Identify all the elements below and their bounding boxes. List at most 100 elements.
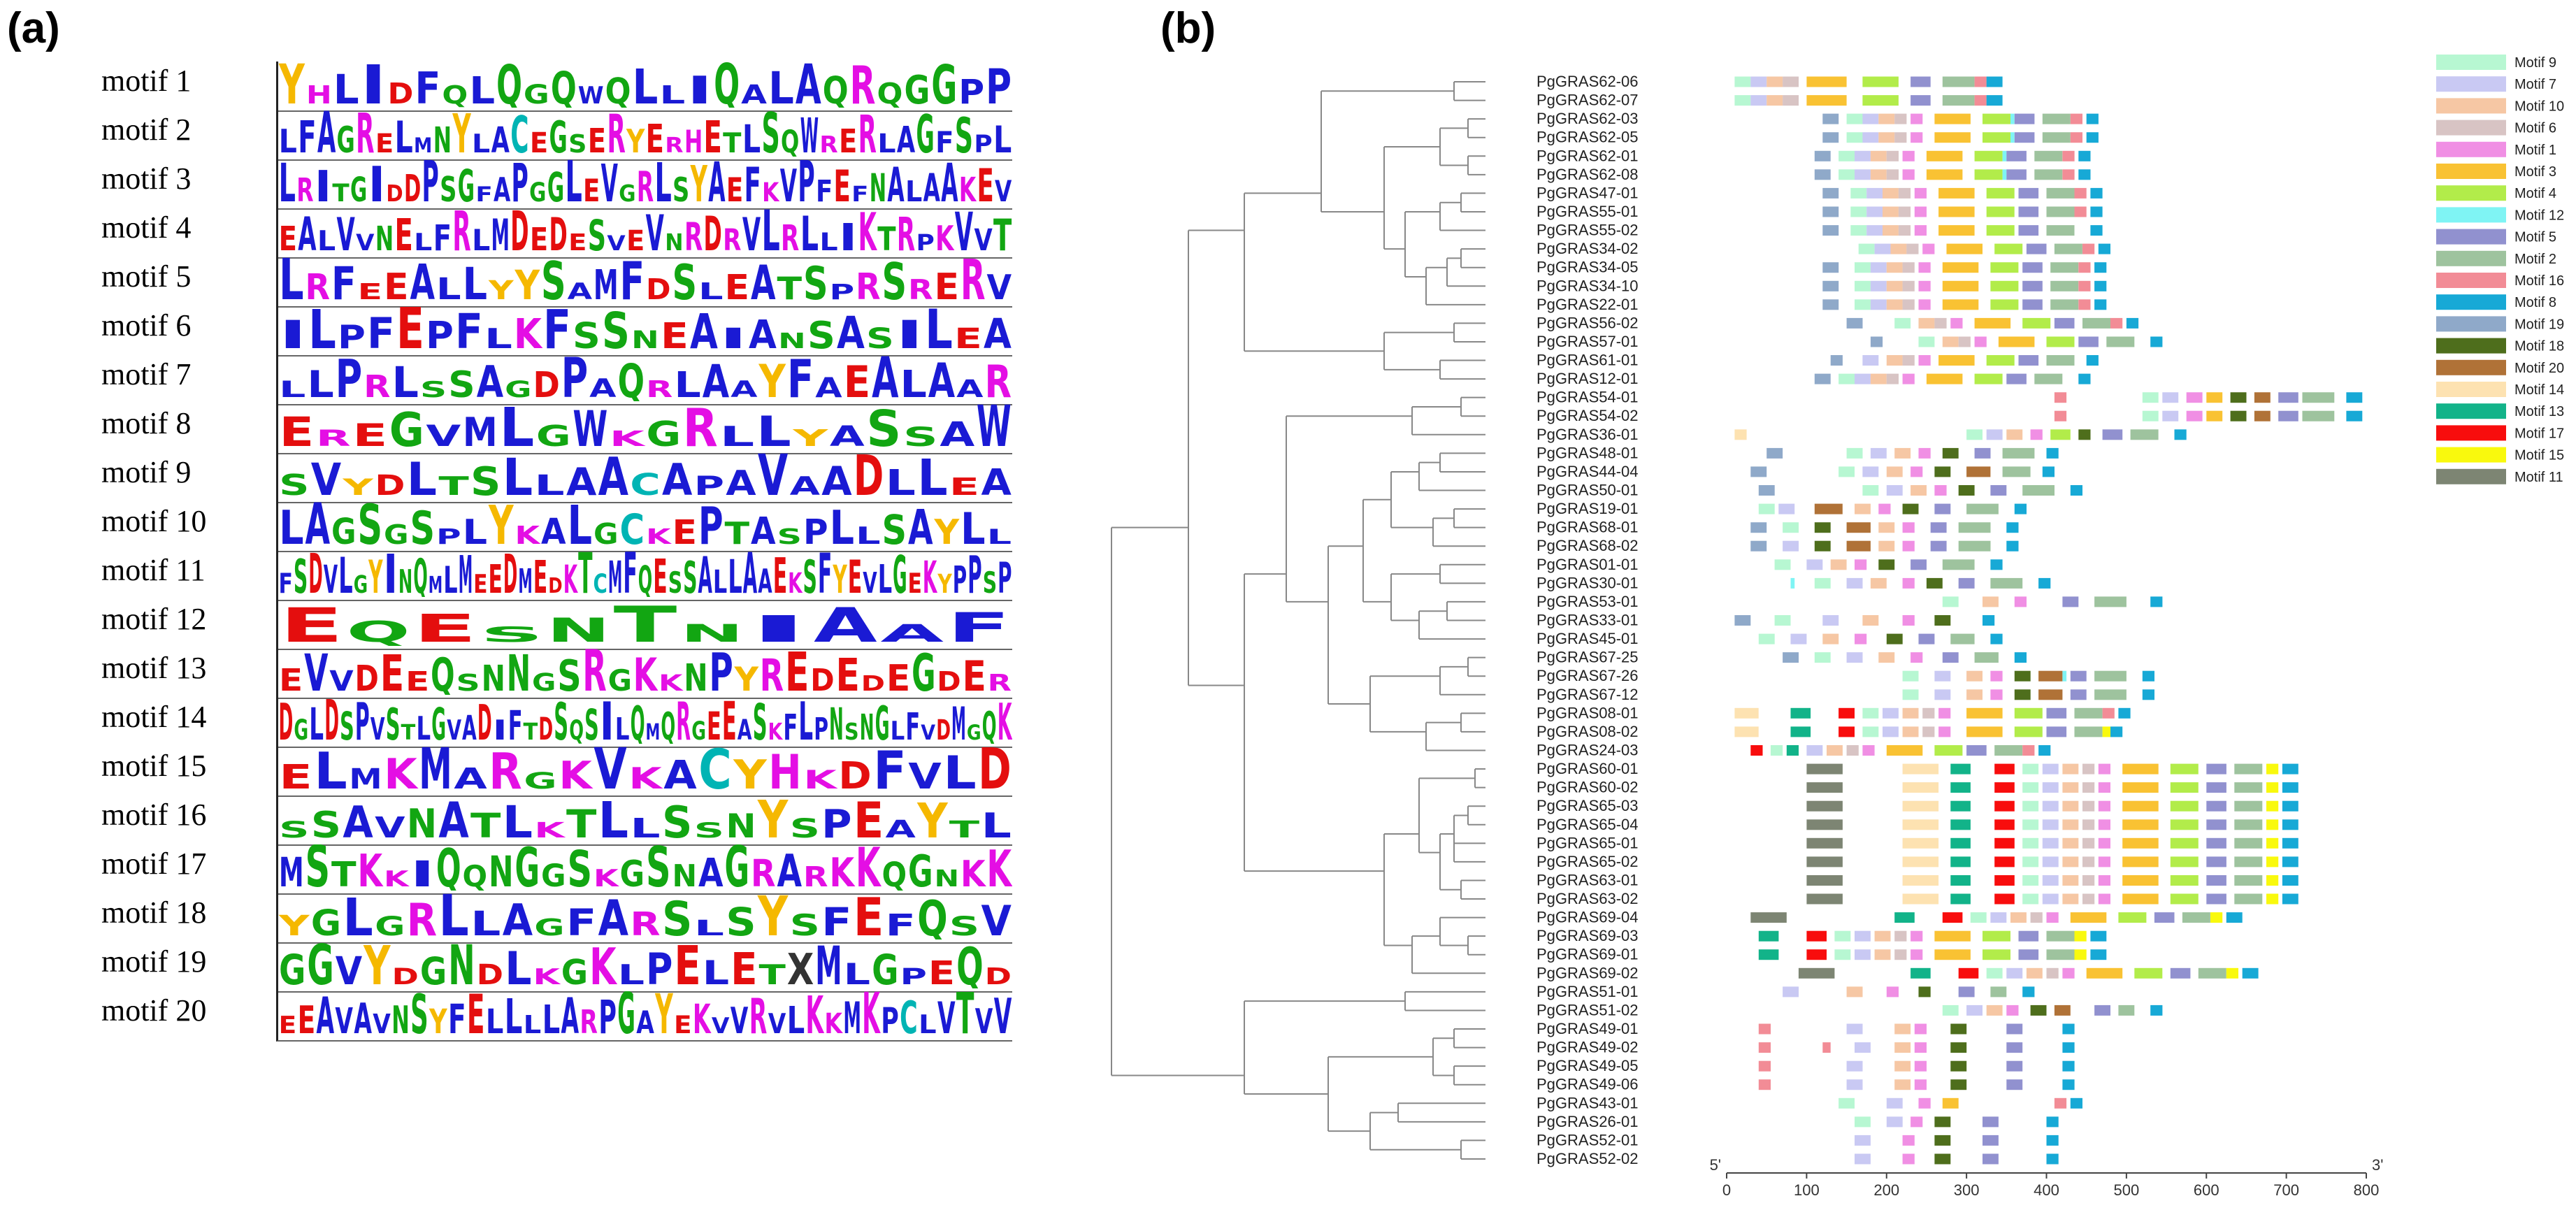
motif-block: [1750, 95, 1767, 106]
motif-block: [2122, 837, 2159, 849]
motif-block: [2006, 522, 2019, 533]
motif-block: [1806, 745, 1823, 756]
logo-residue: E: [839, 122, 857, 157]
legend-label: Motif 13: [2514, 404, 2564, 419]
axis-tick-label: 600: [2194, 1181, 2219, 1199]
gene-label: PgGRAS68-01: [1537, 519, 1639, 536]
motif-block: [1750, 522, 1767, 533]
logo-residue: V: [373, 1009, 391, 1037]
gene-label: PgGRAS33-01: [1537, 612, 1639, 629]
logo-residue: E: [963, 652, 986, 695]
motif-block: [1862, 466, 1879, 477]
motif-block: [1855, 299, 1871, 310]
gene-label: PgGRAS62-01: [1537, 147, 1639, 164]
motif-block: [2266, 875, 2279, 886]
logo-residue: L: [470, 905, 501, 939]
logo-residue: N: [672, 859, 698, 891]
motif-block: [2018, 930, 2039, 942]
logo-residue: T: [993, 210, 1012, 254]
logo-residue: N: [407, 801, 437, 842]
motif-block: [1894, 1042, 1911, 1053]
motif-block: [2046, 447, 2059, 459]
motif-block: [1994, 763, 2015, 775]
motif-block: [2170, 893, 2199, 905]
motif-block: [1822, 262, 1839, 273]
gene-label: PgGRAS50-01: [1537, 482, 1639, 499]
logo-residue: P: [646, 944, 672, 988]
motif-block: [2046, 355, 2075, 366]
motif-block: [2122, 782, 2159, 793]
logo-residue: M: [463, 410, 498, 450]
motif-block: [1994, 782, 2015, 793]
logo-residue: A: [731, 377, 758, 401]
motif-block: [2094, 670, 2127, 682]
motif-block: [1902, 169, 1915, 180]
motif-block: [2062, 875, 2079, 886]
logo-residue: E: [384, 266, 409, 303]
motif-block: [1834, 930, 1851, 942]
logo-residue: A: [887, 159, 904, 206]
motif-block: [1902, 763, 1939, 775]
motif-block: [2002, 447, 2035, 459]
logo-residue: E: [279, 758, 312, 793]
motif-block: [2206, 763, 2226, 775]
logo-residue: K: [998, 698, 1012, 744]
gene-label: PgGRAS63-02: [1537, 890, 1639, 907]
logo-residue: L: [394, 112, 412, 157]
logo-residue: D: [503, 551, 517, 597]
logo-residue: P: [338, 318, 366, 352]
axis-tick-label: 400: [2034, 1181, 2059, 1199]
logo-residue: D: [549, 208, 568, 254]
logo-residue: G: [547, 164, 564, 206]
logo-residue: P: [709, 649, 733, 695]
legend-swatch: [2436, 120, 2506, 136]
motif-block: [1974, 336, 1987, 347]
logo-residue: R: [296, 171, 313, 206]
motif-block: [2022, 875, 2039, 886]
motif-block: [2062, 1042, 2075, 1053]
motif-block: [2282, 893, 2298, 905]
logo-residue: F: [415, 63, 440, 108]
motif-block: [1790, 633, 1807, 644]
logo-residue: I: [719, 323, 747, 352]
logo-residue: L: [343, 893, 373, 939]
logo-residue: D: [937, 666, 960, 695]
motif-block: [1846, 652, 1863, 663]
logo-residue: T: [578, 551, 592, 597]
logo-residue: A: [317, 110, 336, 157]
logo-residue: I: [839, 216, 857, 254]
logo-residue: R: [985, 356, 1012, 401]
motif-block: [2098, 800, 2110, 812]
logo-residue: V: [375, 811, 405, 842]
motif-block: [1918, 633, 1935, 644]
motif-block: [2022, 837, 2039, 849]
logo-residue: W: [800, 110, 819, 157]
logo-residue: K: [824, 1007, 843, 1037]
motif-block: [1942, 280, 1979, 291]
motif-block: [1870, 169, 1887, 180]
motif-block: [2090, 949, 2107, 960]
motif-block: [2206, 410, 2223, 422]
motif-block: [2022, 782, 2039, 793]
motif-block: [2254, 392, 2271, 403]
motif-block: [1783, 540, 1799, 552]
logo-residue: S: [882, 506, 907, 548]
motif-block: [2346, 392, 2363, 403]
motif-block: [1902, 707, 1919, 719]
motif-block: [1986, 95, 2003, 106]
logo-residue: D: [646, 273, 671, 303]
logo-residue: G: [875, 698, 890, 744]
logo-residue: L: [993, 119, 1012, 157]
logo-residue: A: [837, 308, 865, 352]
motif-block: [1983, 113, 2010, 124]
logo-residue: A: [462, 710, 477, 744]
motif-block: [1902, 726, 1919, 737]
logo-residue: V: [426, 419, 461, 450]
